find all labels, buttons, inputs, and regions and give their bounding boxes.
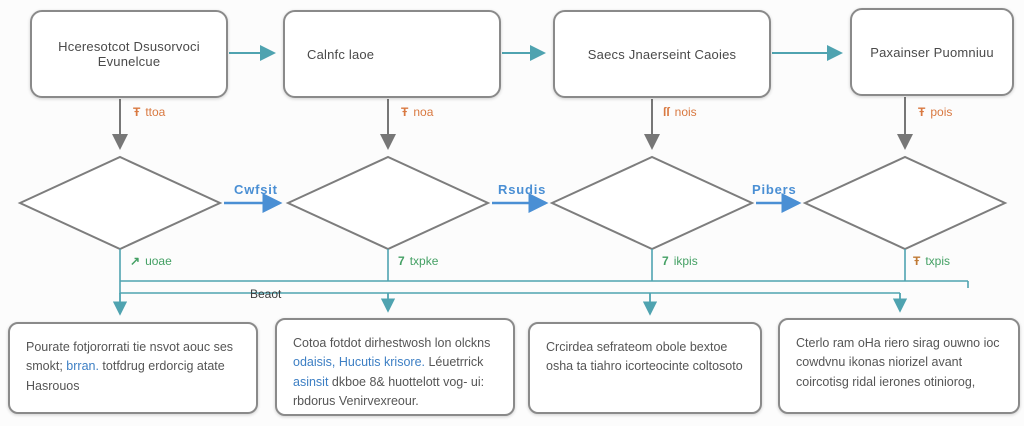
inline-link[interactable]: asinsit [293, 374, 329, 389]
description-text: dkboe 8& huottelott vog- ui: rbdorus Ven… [293, 374, 485, 409]
inline-link[interactable]: odaisis, Hucutis krisore. [293, 355, 425, 370]
description-text: totfdrug erdorcig atate Hasrouos [26, 359, 225, 393]
decision-diamond-2 [285, 155, 491, 251]
process-box-3-label: Saecs Jnaerseint Caoies [587, 46, 737, 62]
edge-label-1: Cwfsit [234, 182, 278, 197]
funnel-icon: Ŧ [133, 105, 141, 119]
bus-label: Beaot [250, 287, 282, 301]
glyph-icon: 7 [398, 254, 405, 268]
decision-diamond-1 [17, 155, 223, 251]
description-box-1: Pourate fotjororrati tie nsvot aouc ses … [8, 322, 258, 414]
glyph-icon: 7 [662, 254, 669, 268]
process-box-3: Saecs Jnaerseint Caoies [553, 10, 771, 98]
edge-label-2: Rsudis [498, 182, 547, 197]
decision-diamond-4 [802, 155, 1008, 251]
process-box-1-label: Hceresotcot Dsusorvoci Evunelcue [58, 39, 200, 69]
funnel-icon: Ŧ [401, 105, 409, 119]
description-box-3: Crcirdea sefrateom obole bextoe osha ta … [528, 322, 762, 414]
branch-yes-label-1: ↗uoae [130, 254, 172, 268]
arrow-up-right-icon: ↗ [130, 254, 141, 268]
process-box-1: Hceresotcot Dsusorvoci Evunelcue [30, 10, 228, 98]
description-text: Pourate fotjororrati tie nsvot aouc ses … [26, 340, 234, 374]
funnel-icon: Ŧ [918, 105, 926, 119]
description-box-2: Cotoa fotdot dirhestwosh lon olckns odai… [275, 318, 515, 416]
funnel-icon: ſſ [663, 105, 670, 119]
decision-diamond-3 [549, 155, 755, 251]
description-text: Crcirdea sefrateom obole bextoe osha ta … [546, 340, 743, 374]
edge-label-3: Pibers [752, 182, 797, 197]
description-box-4: Cterlo ram oHa riero sirag ouwno ioc cow… [778, 318, 1020, 414]
description-text: Cterlo ram oHa riero sirag ouwno ioc cow… [796, 336, 1000, 389]
inline-link[interactable]: brran. [66, 359, 99, 374]
description-text: Léuetrrick [425, 355, 484, 370]
process-box-2: Calnfc laoe [283, 10, 501, 98]
bus-line-lower [119, 281, 969, 294]
funnel-icon: Ŧ [913, 254, 921, 268]
description-text: Cotoa fotdot dirhestwosh lon olckns [293, 336, 491, 350]
process-box-2-label: Calnfc laoe [307, 46, 375, 62]
process-box-4-label: Paxainser Puomniuu [870, 44, 994, 60]
process-box-4: Paxainser Puomniuu [850, 8, 1014, 96]
